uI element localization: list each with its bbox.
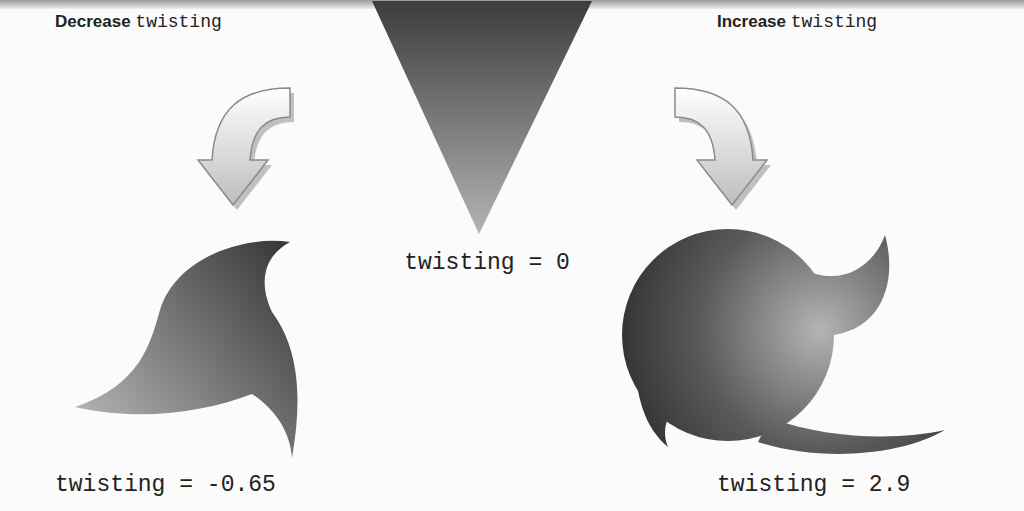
curved-arrow — [198, 88, 294, 210]
value-label: twisting = -0.65 — [55, 472, 276, 498]
heading: Increase twisting — [717, 12, 877, 32]
triangle-shape — [372, 1, 592, 234]
value-label: twisting = 0 — [404, 250, 570, 276]
twisted-shape — [622, 229, 945, 454]
twisted-shape — [75, 241, 297, 458]
value-label: twisting = 2.9 — [717, 472, 910, 498]
curved-arrow — [675, 88, 771, 210]
heading: Decrease twisting — [55, 12, 222, 32]
